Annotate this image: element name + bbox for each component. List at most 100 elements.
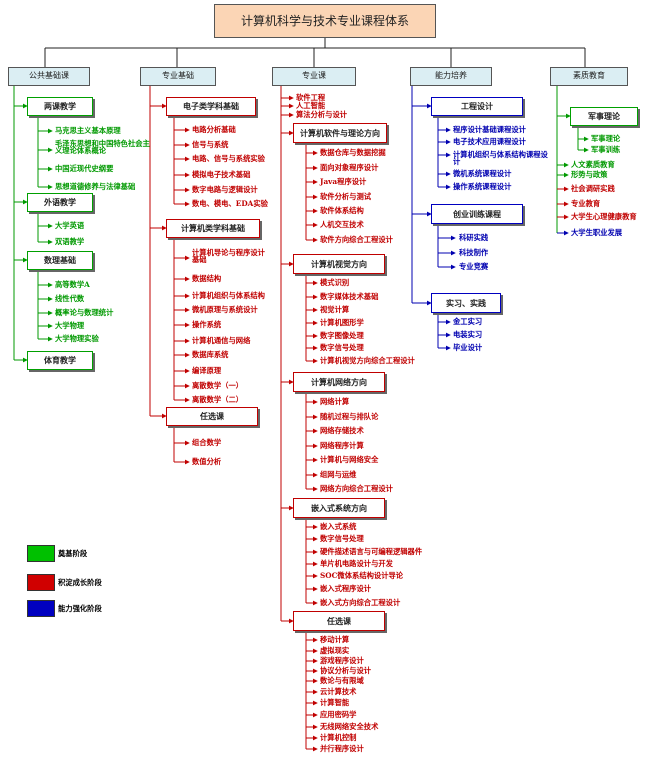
ability-lines [411,86,456,351]
list-item: 应用密码学 [320,710,357,719]
list-item: 单片机电路设计与开发 [320,559,393,568]
box-foreign-language: 外语教学 [27,193,93,212]
list-item: 计算机组织与体系结构课程设计 [453,150,548,167]
list-item: 嵌入式程序设计 [320,584,372,593]
category-ability: 能力培养 [410,67,492,86]
list-item: 大学物理 [55,321,85,330]
legend-swatch-strengthen [27,600,55,617]
list-item: 组合数学 [192,438,222,447]
list-item: 军事理论 [591,134,621,143]
list-item: 数字媒体技术基础 [320,292,379,301]
list-item: 中国近现代史纲要 [55,164,114,173]
box-innovation-training: 创业训练课程 [431,204,523,224]
list-item: 社会调研实践 [571,184,615,193]
box-network-direction: 计算机网络方向 [293,372,385,392]
legend-swatch-foundation [27,545,55,562]
category-major: 专业课 [272,67,356,86]
box-math-physics: 数理基础 [27,251,93,270]
list-item: 算法分析与设计 [296,110,348,119]
list-item: 模式识别 [320,278,350,287]
list-item: 软件方向综合工程设计 [320,235,393,244]
list-item: 毛泽东思想和中国特色社会主义理论体系概论 [55,139,150,156]
category-quality: 素质教育 [550,67,628,86]
list-item: 军事训练 [591,145,621,154]
list-item: 操作系统 [192,320,222,329]
legend-label-growth: 积淀成长阶段 [58,578,102,587]
list-item: 协议分析与设计 [320,666,372,675]
box-basic-elective: 任选课 [166,407,258,426]
list-item: 思想道德修养与法律基础 [55,182,136,191]
box-military: 军事理论 [570,107,638,126]
list-item: 高等数学A [55,280,90,289]
list-item: 线性代数 [55,294,85,303]
list-item: 数电、模电、EDA实验 [192,199,268,208]
list-item: 数字电路与逻辑设计 [192,185,258,194]
list-item: 程序设计基础课程设计 [453,125,526,134]
list-item: 微机系统课程设计 [453,169,512,178]
list-item: 计算机导论与程序设计基础 [192,248,265,265]
list-item: 计算机组织与体系结构 [192,291,265,300]
list-item: 计算机控制 [320,733,357,742]
list-item: 离散数学（一） [192,381,244,390]
list-item: 电路分析基础 [192,125,236,134]
list-item: 网络方向综合工程设计 [320,484,393,493]
list-item: 并行程序设计 [320,744,364,753]
list-item: 微机原理与系统设计 [192,305,258,314]
list-item: 数论与有限域 [320,676,364,685]
top-tree-lines [44,38,586,67]
list-item: 形势与政策 [571,170,608,179]
list-item: 网络程序计算 [320,441,364,450]
list-item: 数据结构 [192,274,222,283]
list-item: 硬件描述语言与可编程逻辑器件 [320,547,423,556]
list-item: 无线网络安全技术 [320,722,379,731]
general-lines [13,86,53,363]
list-item: 数据仓库与数据挖掘 [320,148,386,157]
box-embedded-direction: 嵌入式系统方向 [293,498,385,518]
list-item: 金工实习 [453,317,483,326]
list-item: 操作系统课程设计 [453,182,512,191]
legend-label-strengthen: 能力强化阶段 [58,604,102,613]
list-item: 数据库系统 [192,350,229,359]
list-item: 云计算技术 [320,687,357,696]
list-item: 大学生心理健康教育 [571,212,637,221]
list-item: 数字信号处理 [320,534,364,543]
list-item: Java程序设计 [320,177,367,186]
list-item: 软件体系结构 [320,206,364,215]
list-item: 大学物理实验 [55,334,99,343]
list-item: 软件分析与测试 [320,192,372,201]
category-general: 公共基础课 [8,67,90,86]
list-item: 人文素质教育 [571,160,615,169]
list-item: 嵌入式方向综合工程设计 [320,598,401,607]
legend-label-foundation: 奠基阶段 [58,549,88,558]
list-item: 游戏程序设计 [320,656,364,665]
list-item: 毕业设计 [453,343,483,352]
legend-swatch-growth [27,574,55,591]
list-item: 网络计算 [320,397,350,406]
box-vision-direction: 计算机视觉方向 [293,254,385,274]
list-item: 编译原理 [192,366,222,375]
box-pe: 体育教学 [27,351,93,370]
list-item: 计算机通信与网络 [192,336,251,345]
list-item: 嵌入式系统 [320,522,357,531]
list-item: 大学生职业发展 [571,228,623,237]
box-engineering-design: 工程设计 [431,97,523,116]
list-item: 数字图像处理 [320,331,364,340]
list-item: 电子技术应用课程设计 [453,137,526,146]
list-item: 马克思主义基本原理 [55,126,121,135]
list-item: 专业竞赛 [459,262,489,271]
list-item: 科研实践 [459,233,489,242]
list-item: 数值分析 [192,457,222,466]
list-item: 随机过程与排队论 [320,412,379,421]
box-electronics-basic: 电子类学科基础 [166,97,256,116]
list-item: 电路、信号与系统实验 [192,154,265,163]
box-computer-basic: 计算机类学科基础 [166,219,260,238]
list-item: 组网与运维 [320,470,357,479]
list-item: 数字信号处理 [320,343,364,352]
list-item: 视觉计算 [320,305,350,314]
list-item: 软件工程 [296,93,326,102]
list-item: 人机交互技术 [320,220,364,229]
list-item: 电装实习 [453,330,483,339]
list-item: 专业教育 [571,199,601,208]
box-software-direction: 计算机软件与理论方向 [293,123,387,143]
